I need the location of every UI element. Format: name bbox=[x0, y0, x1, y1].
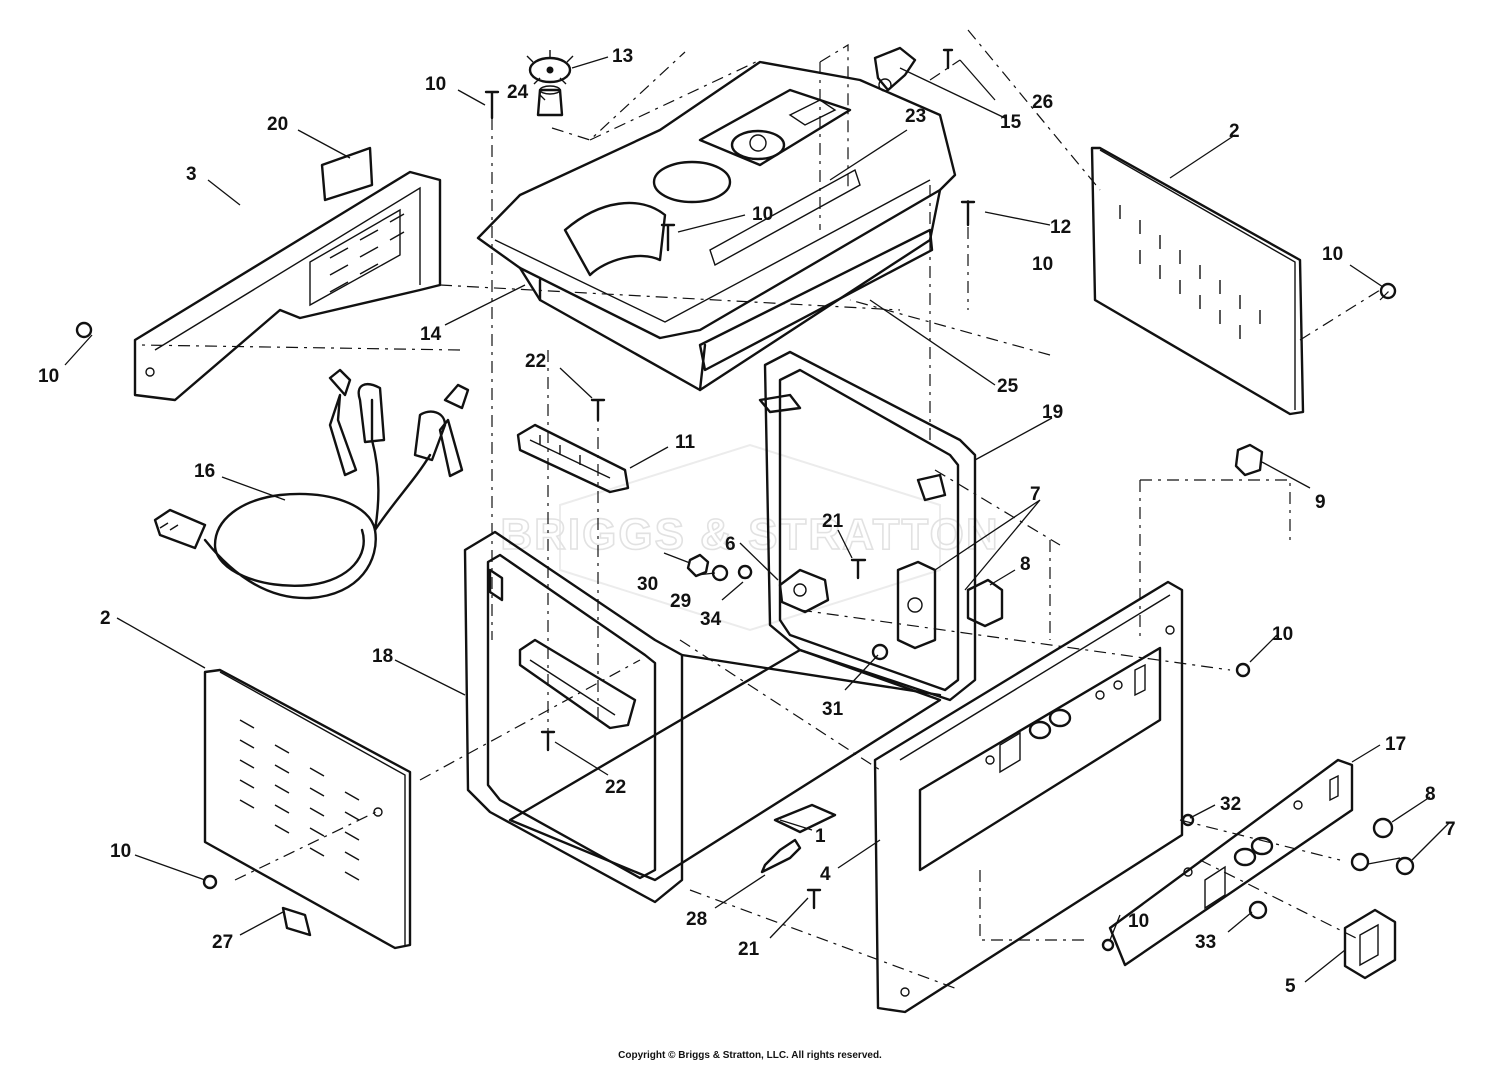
screw-part-10-bottom bbox=[202, 874, 218, 890]
label-part-20 bbox=[320, 146, 374, 202]
charging-cable-part-16 bbox=[153, 368, 470, 600]
callout-10-bottom: 10 bbox=[110, 841, 131, 862]
receptacle-part-6 bbox=[778, 568, 830, 614]
callout-10-tank: 10 bbox=[752, 204, 773, 225]
callout-labels: 10 24 13 26 15 20 3 23 10 12 10 2 10 10 … bbox=[38, 46, 1456, 997]
callout-10-left: 10 bbox=[38, 366, 59, 387]
callout-24: 24 bbox=[507, 82, 529, 103]
screw-part-21-lower bbox=[806, 888, 822, 910]
control-panel-front bbox=[873, 580, 1184, 1014]
callout-2-bottom: 2 bbox=[100, 608, 111, 629]
screw-part-10-tank bbox=[660, 223, 676, 252]
knob-part-33 bbox=[1248, 900, 1268, 920]
fuel-strainer-part-24 bbox=[536, 85, 564, 117]
label-part-27 bbox=[281, 906, 312, 937]
screw-part-10-top bbox=[484, 90, 500, 120]
breaker-part-8-upper bbox=[966, 578, 1004, 628]
vented-panel-part-2-right bbox=[1090, 146, 1305, 416]
screw-part-21-upper bbox=[850, 558, 867, 580]
screw-part-10-panel bbox=[1235, 662, 1251, 678]
callout-32: 32 bbox=[1220, 794, 1241, 815]
lockwasher-part-34 bbox=[737, 564, 753, 580]
callout-21-top: 21 bbox=[822, 511, 844, 532]
fuel-gauge-part-15 bbox=[873, 46, 917, 92]
callout-19: 19 bbox=[1042, 402, 1063, 423]
breaker-part-8-lower bbox=[1372, 817, 1394, 839]
watermark-text: BRIGGS & STRATTON bbox=[500, 510, 999, 559]
callout-10-front: 10 bbox=[1128, 911, 1149, 932]
callout-22-top: 22 bbox=[525, 351, 546, 372]
switch-part-5 bbox=[1343, 908, 1397, 980]
callout-9: 9 bbox=[1315, 492, 1326, 513]
fuel-tank-assembly bbox=[476, 60, 957, 392]
callout-18: 18 bbox=[372, 646, 393, 667]
callout-16: 16 bbox=[194, 461, 215, 482]
callout-26: 26 bbox=[1032, 92, 1053, 113]
callout-5: 5 bbox=[1285, 976, 1296, 997]
callout-27: 27 bbox=[212, 932, 233, 953]
callout-29: 29 bbox=[670, 591, 691, 612]
callout-21-bottom: 21 bbox=[738, 939, 760, 960]
screw-part-22-lower bbox=[540, 730, 556, 752]
callout-7-bottom: 7 bbox=[1445, 819, 1456, 840]
callout-20: 20 bbox=[267, 114, 288, 135]
bracket-part-28 bbox=[760, 838, 802, 874]
callout-11: 11 bbox=[675, 432, 696, 453]
screw-part-26 bbox=[942, 48, 954, 70]
callout-28: 28 bbox=[686, 909, 707, 930]
breaker-part-7-lower-b bbox=[1395, 856, 1415, 876]
callout-34: 34 bbox=[700, 609, 722, 630]
screw-part-10-left bbox=[75, 321, 93, 339]
fuel-cap-part-13 bbox=[526, 50, 574, 85]
handle-part-11-upper bbox=[516, 423, 630, 494]
briggs-stratton-watermark: BRIGGS & STRATTON bbox=[500, 443, 999, 632]
copyright-notice: Copyright © Briggs & Stratton, LLC. All … bbox=[618, 1050, 882, 1061]
callout-10-panel: 10 bbox=[1272, 624, 1293, 645]
callout-4: 4 bbox=[820, 864, 831, 885]
callout-17: 17 bbox=[1385, 734, 1406, 755]
screw-part-10-mid bbox=[960, 200, 976, 227]
bracket-part-1 bbox=[773, 803, 837, 834]
callout-3: 3 bbox=[186, 164, 197, 185]
screw-part-10-right bbox=[1379, 282, 1397, 300]
nut-part-30 bbox=[686, 553, 710, 578]
callout-2-top: 2 bbox=[1229, 121, 1240, 142]
callout-1: 1 bbox=[815, 826, 826, 847]
frame-part-18 bbox=[463, 530, 942, 904]
vented-panel-part-2-left bbox=[203, 668, 412, 950]
callout-10: 10 bbox=[425, 74, 446, 95]
callout-25: 25 bbox=[997, 376, 1019, 397]
callout-6: 6 bbox=[725, 534, 736, 555]
switch-part-9 bbox=[1234, 443, 1264, 477]
screw-part-10-front bbox=[1101, 938, 1115, 952]
screw-part-22-upper bbox=[590, 398, 606, 422]
callout-13: 13 bbox=[612, 46, 633, 67]
callout-12: 12 bbox=[1050, 217, 1071, 238]
breaker-part-7-lower-a bbox=[1350, 852, 1370, 872]
callout-33: 33 bbox=[1195, 932, 1216, 953]
callout-22-bottom: 22 bbox=[605, 777, 626, 798]
callout-30: 30 bbox=[637, 574, 658, 595]
grommet-part-31 bbox=[871, 643, 889, 661]
faceplate-part-17 bbox=[1108, 758, 1354, 967]
leader-lines bbox=[64, 56, 1451, 983]
callout-31: 31 bbox=[822, 699, 844, 720]
callout-10-right: 10 bbox=[1322, 244, 1343, 265]
washer-part-29 bbox=[711, 564, 729, 582]
base-tray bbox=[508, 648, 942, 882]
screw-part-32 bbox=[1181, 813, 1195, 827]
callout-8-bottom: 8 bbox=[1425, 784, 1436, 805]
callout-23: 23 bbox=[905, 106, 926, 127]
callout-15: 15 bbox=[1000, 112, 1022, 133]
callout-7-top: 7 bbox=[1030, 484, 1041, 505]
frame-part-19 bbox=[758, 350, 977, 702]
callout-14: 14 bbox=[420, 324, 442, 345]
callout-10-mid: 10 bbox=[1032, 254, 1053, 275]
callout-8-top: 8 bbox=[1020, 554, 1031, 575]
breaker-part-7-upper bbox=[896, 560, 937, 650]
side-rail-part-3 bbox=[133, 170, 442, 402]
